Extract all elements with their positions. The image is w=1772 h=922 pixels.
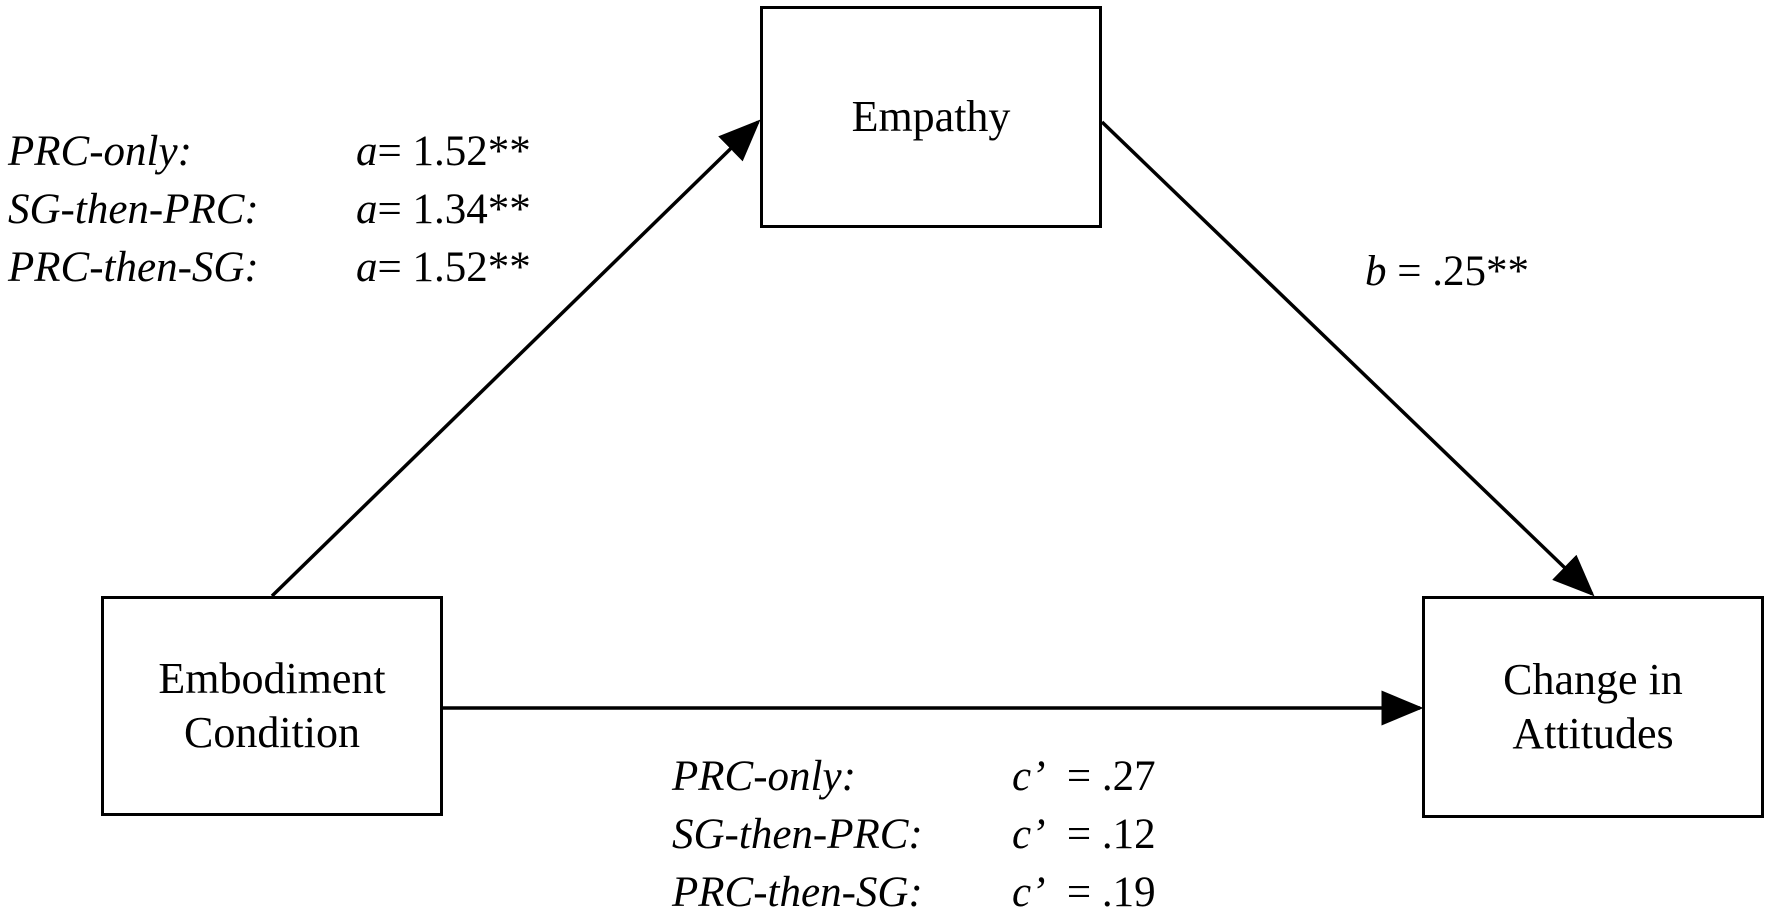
coefficient-symbol: c’: [1012, 869, 1046, 916]
coefficient-symbol: b: [1365, 248, 1387, 295]
change-label-line2: Attitudes: [1512, 709, 1674, 758]
coefficient-number: = .27: [1045, 753, 1156, 800]
embodiment-condition-node: Embodiment Condition: [101, 596, 443, 816]
coefficient-number: = .12: [1045, 811, 1156, 858]
condition-label: SG-then-PRC:: [8, 186, 259, 233]
arrow-path-b: [1100, 120, 1595, 597]
coefficient-value: a= 1.52**: [356, 239, 531, 297]
coefficient-number: = .19: [1045, 869, 1156, 916]
change-label-line1: Change in: [1503, 655, 1683, 705]
path-c-prime-row: PRC-only: c’ = .27: [672, 748, 1232, 806]
coefficient-value: c’ = .19: [1012, 864, 1156, 922]
embodiment-label-line2: Condition: [183, 708, 361, 757]
coefficient-number: = 1.52**: [377, 244, 531, 291]
condition-label: PRC-only:: [8, 128, 192, 175]
path-c-prime-row: PRC-then-SG: c’ = .19: [672, 864, 1232, 922]
condition-label: PRC-then-SG:: [672, 869, 923, 916]
coefficient-number: = 1.34**: [377, 186, 531, 233]
condition-label: PRC-then-SG:: [8, 244, 259, 291]
path-c-prime-row: SG-then-PRC: c’ = .12: [672, 806, 1232, 864]
coefficient-value: a= 1.52**: [356, 123, 531, 181]
embodiment-label-line1: Embodiment: [158, 654, 386, 704]
change-in-attitudes-node: Change in Attitudes: [1422, 596, 1764, 818]
empathy-label: Empathy: [851, 92, 1011, 142]
coefficient-symbol: c’: [1012, 753, 1046, 800]
coefficient-symbol: c’: [1012, 811, 1046, 858]
coefficient-value: a= 1.34**: [356, 181, 531, 239]
path-a-row: PRC-only: a= 1.52**: [8, 123, 628, 181]
coefficient-value: c’ = .12: [1012, 806, 1156, 864]
path-b-coefficient: b = .25**: [1365, 247, 1529, 296]
coefficient-symbol: a: [356, 186, 378, 233]
path-a-row: SG-then-PRC: a= 1.34**: [8, 181, 628, 239]
empathy-node: Empathy: [760, 6, 1102, 228]
coefficient-symbol: a: [356, 244, 378, 291]
coefficient-number: = .25**: [1386, 248, 1530, 295]
arrow-path-a: [270, 119, 761, 598]
coefficient-number: = 1.52**: [377, 128, 531, 175]
condition-label: PRC-only:: [672, 753, 856, 800]
condition-label: SG-then-PRC:: [672, 811, 923, 858]
path-c-prime-coefficients: PRC-only: c’ = .27 SG-then-PRC: c’ = .12…: [672, 748, 1232, 922]
coefficient-symbol: a: [356, 128, 378, 175]
path-a-row: PRC-then-SG: a= 1.52**: [8, 239, 628, 297]
path-a-coefficients: PRC-only: a= 1.52** SG-then-PRC: a= 1.34…: [8, 123, 628, 297]
coefficient-value: c’ = .27: [1012, 748, 1156, 806]
